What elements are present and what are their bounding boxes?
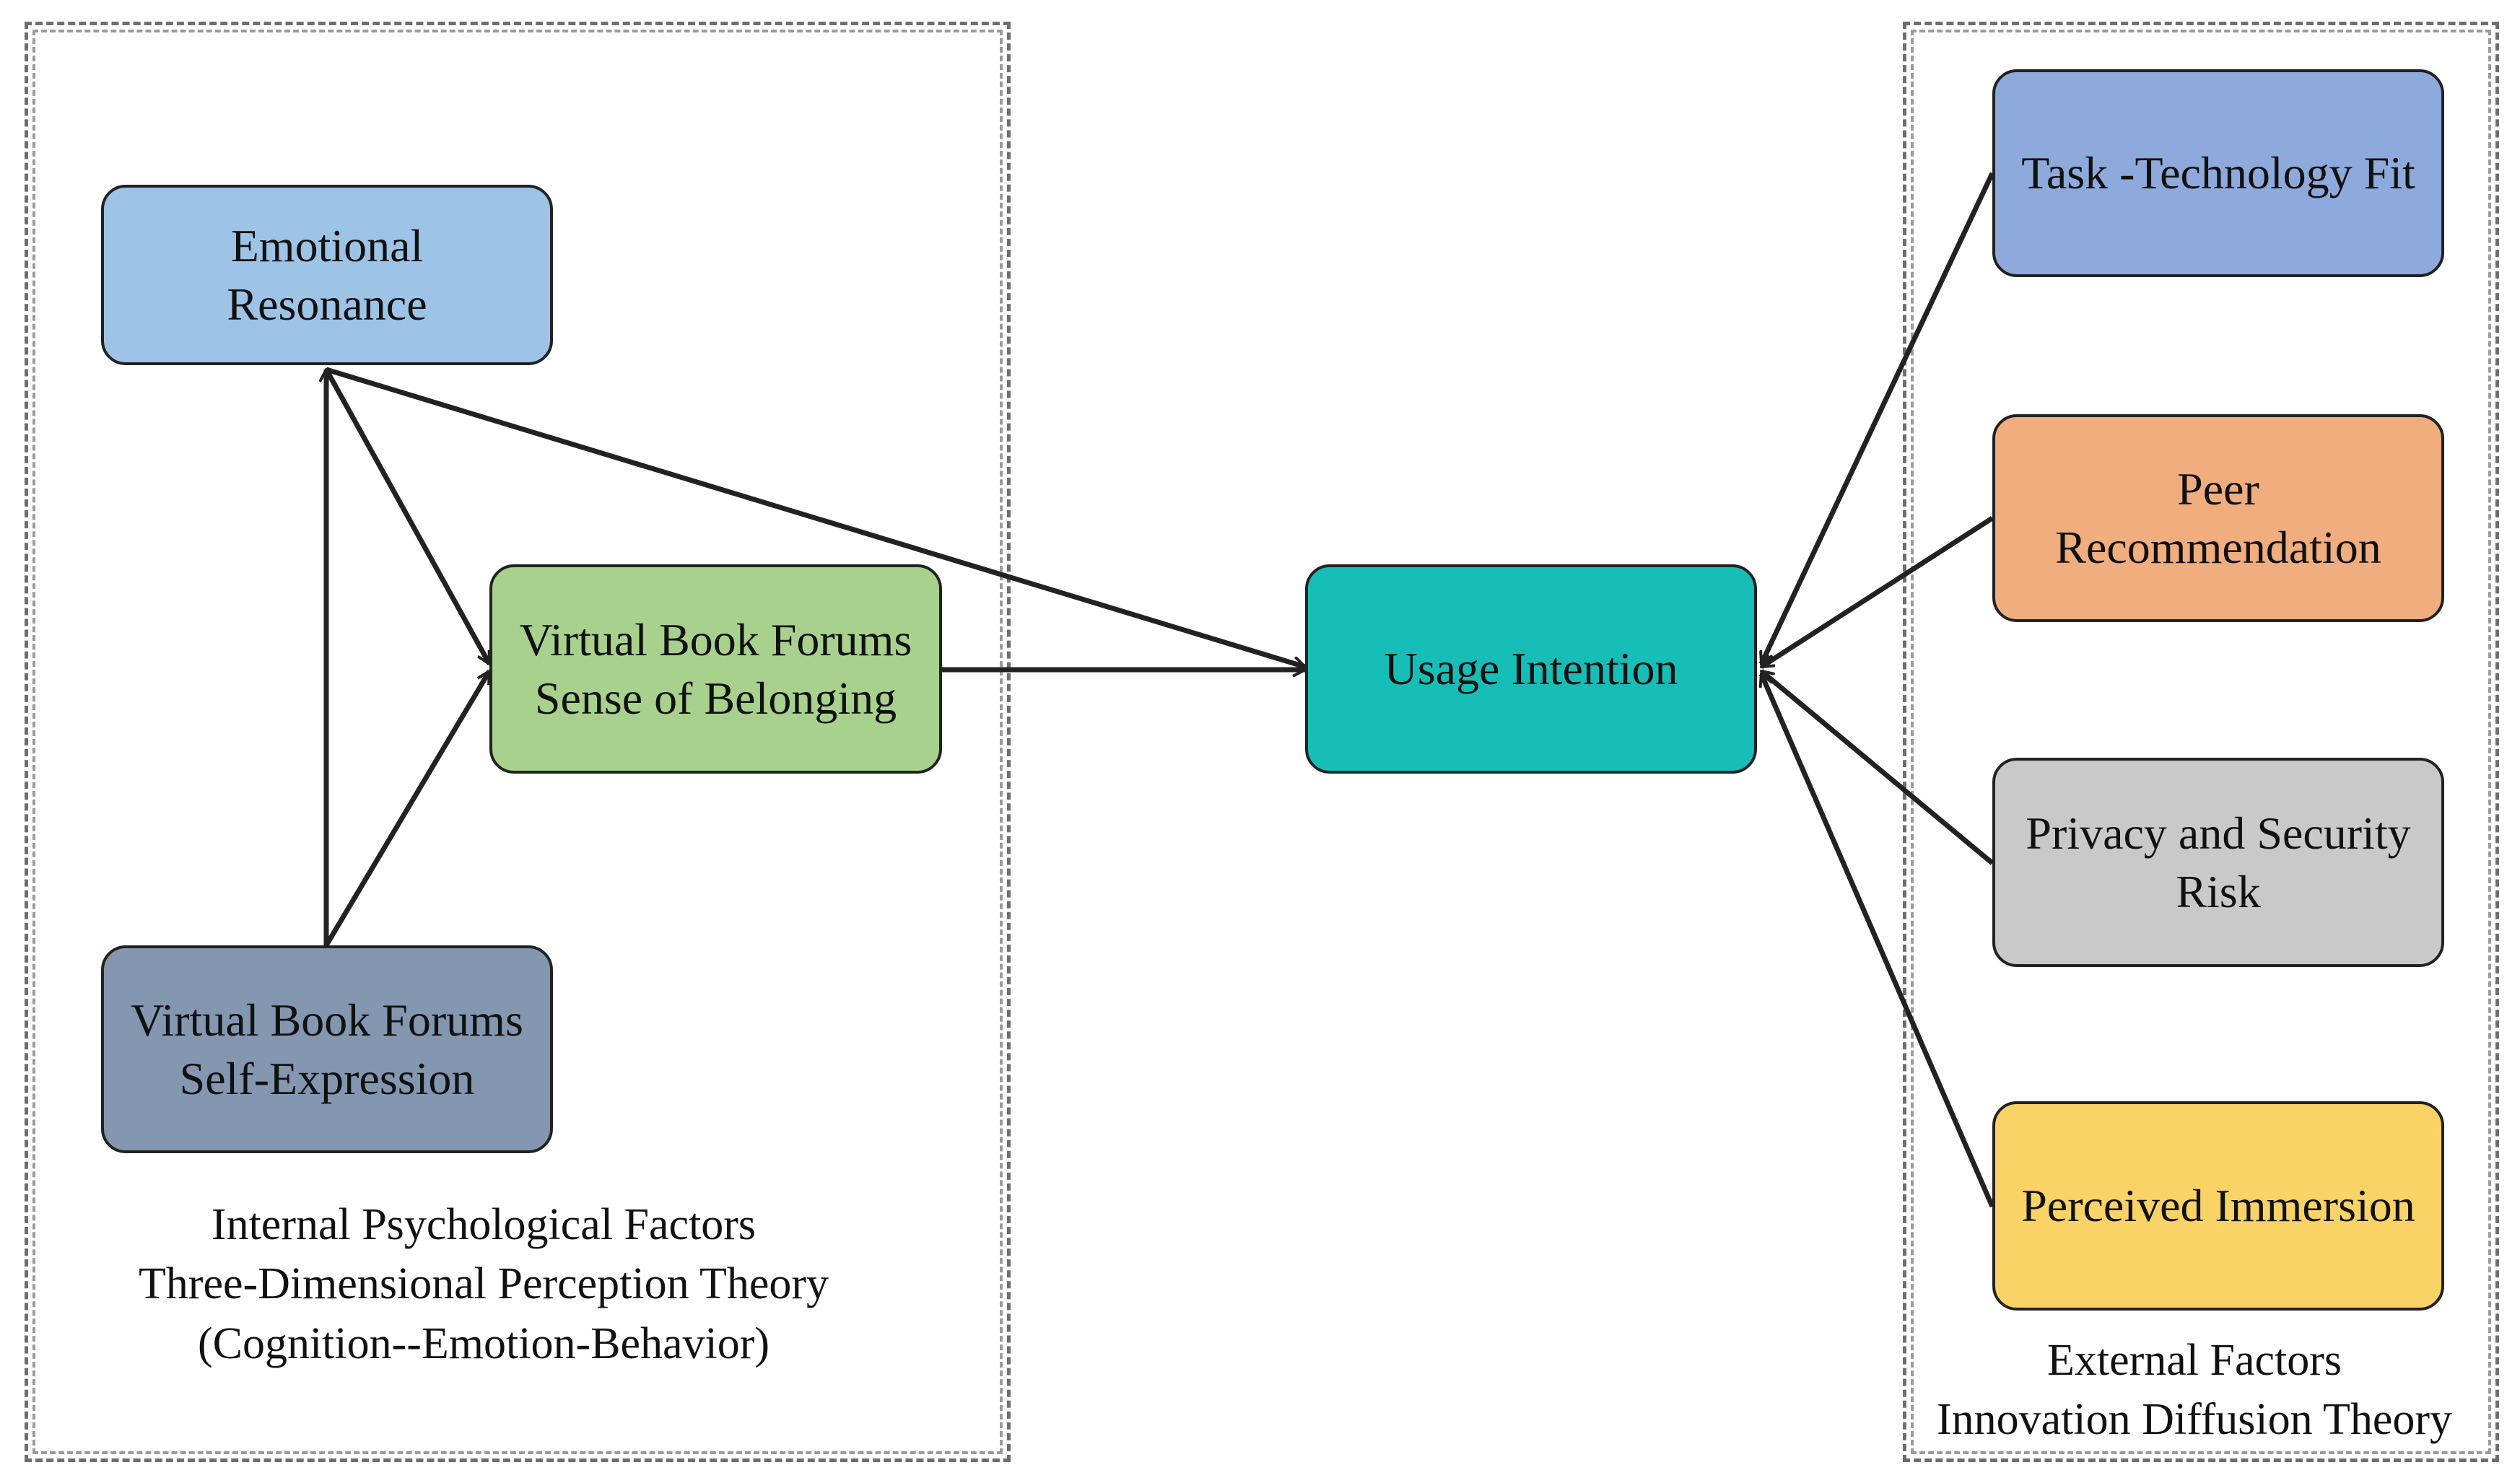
edge-emotional-to-usage [325, 367, 1305, 667]
privacy-security-risk-node: Privacy and Security Risk [1992, 758, 2444, 967]
task-technology-fit-node: Task -Technology Fit [1992, 69, 2444, 277]
external-caption-line-1: External Factors [2046, 1336, 2342, 1385]
internal-factors-caption: Internal Psychological Factors Three-Dim… [43, 1195, 924, 1373]
edge-immersion-to-usage [1761, 674, 1995, 1208]
external-factors-frame [1903, 22, 2499, 1462]
external-factors-caption: External Factors Innovation Diffusion Th… [1911, 1331, 2477, 1450]
usage-intention-node: Usage Intention [1305, 564, 1757, 774]
emotional-resonance-node: Emotional Resonance [101, 185, 553, 365]
edge-privacy-to-usage [1761, 671, 1994, 865]
sense-of-belonging-node: Virtual Book Forums Sense of Belonging [489, 564, 942, 774]
internal-caption-line-2: Three-Dimensional Perception Theory [138, 1259, 829, 1309]
edge-task-tech-to-usage [1758, 172, 1995, 664]
internal-factors-frame [25, 22, 1011, 1462]
edge-emotional-to-belonging [323, 368, 492, 664]
edge-peer-to-usage [1761, 516, 1994, 669]
edge-self-expression-to-belonging [323, 671, 492, 947]
external-caption-line-2: Innovation Diffusion Theory [1936, 1395, 2453, 1445]
self-expression-node: Virtual Book Forums Self-Expression [101, 945, 553, 1153]
internal-caption-line-3: (Cognition--Emotion-Behavior) [197, 1318, 770, 1368]
perceived-immersion-node: Perceived Immersion [1992, 1101, 2444, 1311]
peer-recommendation-node: Peer Recommendation [1992, 414, 2444, 622]
internal-caption-line-1: Internal Psychological Factors [211, 1200, 757, 1249]
